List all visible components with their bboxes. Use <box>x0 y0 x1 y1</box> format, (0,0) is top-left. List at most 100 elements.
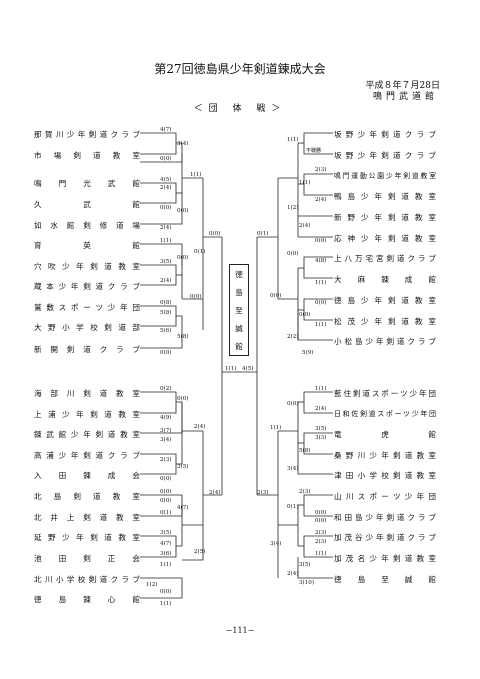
score: 1(1) <box>315 551 327 557</box>
score: 3(5) <box>160 259 172 265</box>
team-left-7: 穴吹少年剣道教室 <box>34 262 140 271</box>
team-right-9: 徳島少年剣道教室 <box>334 296 436 305</box>
team-left-13: 上浦少年剣道教室 <box>34 410 140 419</box>
score: 0(0) <box>287 401 299 407</box>
score: 1(1) <box>160 238 172 244</box>
score: 0(2) <box>160 386 172 392</box>
score: 1(2) <box>146 582 158 588</box>
score: 5(8) <box>177 334 189 340</box>
score: 0(0) <box>160 156 172 162</box>
team-right-14: 竜虎館 <box>334 430 436 439</box>
score: 5(8) <box>299 448 311 454</box>
score: 0(0) <box>287 251 299 257</box>
page-title: 第27回徳島県少年剣道錬成大会 <box>154 62 326 76</box>
team-right-15: 桑野川少年剣道教室 <box>334 451 436 460</box>
event-venue: 鳴門武道館 <box>372 92 438 102</box>
score: 5(8) <box>160 310 172 316</box>
score: 1(1) <box>190 172 202 178</box>
score: 0(8) <box>160 300 172 306</box>
score: 0(1) <box>194 249 206 255</box>
champion-char: 誠 <box>235 323 243 333</box>
team-left-8: 蔵本少年剣道クラブ <box>34 282 140 291</box>
team-left-20: 池田剣正会 <box>34 554 140 563</box>
score: 1(1) <box>225 366 237 372</box>
team-left-1: 那賀川少年剣道クラブ <box>34 130 140 139</box>
score: 2(3) <box>315 167 327 173</box>
score: 2(4) <box>315 406 327 412</box>
team-left-6: 育英館 <box>34 241 140 250</box>
score: 0(0) <box>160 589 172 595</box>
team-right-6: 応神少年剣道教室 <box>334 234 436 243</box>
score: 3(5) <box>299 562 311 568</box>
score: 3(6) <box>160 551 172 557</box>
score: 2(3) <box>160 457 172 463</box>
score: 3(4) <box>177 141 189 147</box>
team-right-8: 大麻錬成館 <box>334 275 436 284</box>
score: 1(1) <box>315 386 327 392</box>
score: 0(0) <box>190 294 202 300</box>
score: 5(6) <box>160 328 172 334</box>
score: 0(0) <box>160 350 172 356</box>
score: 0(0) <box>315 238 327 244</box>
team-left-21: 北川小学校剣道クラブ <box>34 575 140 584</box>
score: 1(2) <box>287 205 299 211</box>
score: 4(7) <box>160 127 172 133</box>
score: 0(1) <box>287 504 299 510</box>
team-right-16: 津田小学校剣道教室 <box>334 471 436 480</box>
score: 2(2) <box>287 334 299 340</box>
score: 2(4) <box>209 490 221 496</box>
score: 0(0) <box>160 489 172 495</box>
score: 4(5) <box>242 366 254 372</box>
score: 2(4) <box>194 424 206 430</box>
team-left-22: 徳島錬心館 <box>34 595 140 604</box>
score: 5(9) <box>302 350 314 356</box>
score: 1(1) <box>160 601 172 607</box>
score: 3(5) <box>160 530 172 536</box>
team-left-16: 入田錬成会 <box>34 471 140 480</box>
team-left-5: 如水館剣修道場 <box>34 221 140 230</box>
team-left-15: 高浦少年剣道クラブ <box>34 451 140 460</box>
team-right-12: 藍住剣道スポーツ少年団 <box>334 389 436 398</box>
score: 2(4) <box>299 223 311 229</box>
team-right-4: 鴨島少年剣道教室 <box>334 192 436 201</box>
walkover-note: 不戦勝 <box>306 148 322 154</box>
score: 0(0) <box>177 255 189 261</box>
score: 0(0) <box>315 300 327 306</box>
team-left-3: 鳴門光武館 <box>34 179 140 188</box>
score: 2(3) <box>315 539 327 545</box>
event-date: 平成８年７月28日 <box>365 81 440 91</box>
score: 1(1) <box>299 180 311 186</box>
team-left-17: 北島剣道教室 <box>34 492 140 501</box>
score: 4(8) <box>315 258 327 264</box>
score: 1(1) <box>270 425 282 431</box>
champion-char: 館 <box>235 341 243 351</box>
team-left-9: 鷲敷スポーツ少年団 <box>34 303 140 312</box>
score: 2(3) <box>257 490 269 496</box>
team-right-20: 加茂名少年剣道教室 <box>334 554 436 563</box>
team-right-13: 日和佐剣道スポーツ少年団 <box>334 410 436 418</box>
score: 2(4) <box>160 185 172 191</box>
score: 3(7) <box>160 428 172 434</box>
score: 1(1) <box>315 322 327 328</box>
score: 3(4) <box>287 466 299 472</box>
team-right-3: 鳴門運動公園少年剣道教室 <box>334 172 436 180</box>
score: 0(1) <box>257 231 269 237</box>
score: 3(5) <box>177 464 189 470</box>
score: 1(1) <box>315 280 327 286</box>
score: 2(4) <box>287 571 299 577</box>
score: 2(3) <box>315 530 327 536</box>
score: 1(1) <box>160 562 172 568</box>
team-right-5: 新野少年剣道教室 <box>334 213 436 222</box>
team-right-10: 松茂少年剣道教室 <box>334 317 436 326</box>
score: 3(4) <box>160 437 172 443</box>
score: 2(3) <box>299 489 311 495</box>
team-left-2: 市場剣道教室 <box>34 151 140 160</box>
score: 0(0) <box>177 396 189 402</box>
score: 3(3) <box>315 435 327 441</box>
score: 2(4) <box>160 278 172 284</box>
section-heading: ＜団 体 戦＞ <box>193 104 287 114</box>
team-right-18: 和田島少年剣道クラブ <box>334 513 436 522</box>
score: 0(0) <box>177 208 189 214</box>
team-left-10: 大野小学校剣道部 <box>34 323 140 332</box>
page-number: −111− <box>225 626 255 635</box>
